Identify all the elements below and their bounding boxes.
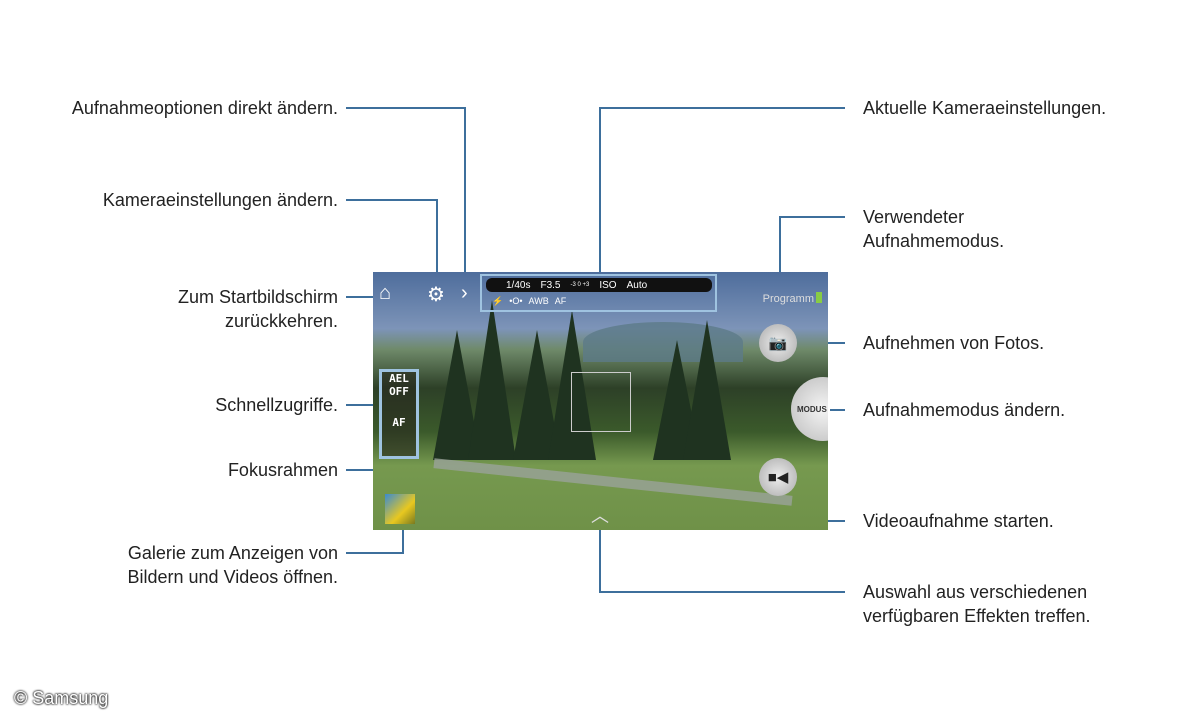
iso-value: Auto	[626, 279, 648, 291]
camera-icon: 📷	[768, 335, 788, 352]
gallery-thumbnail[interactable]	[385, 494, 415, 524]
photo-button[interactable]: 📷	[759, 324, 797, 362]
video-button[interactable]: ■◀	[759, 458, 797, 496]
label-aufnahmeoptionen: Aufnahmeoptionen direkt ändern.	[71, 98, 338, 118]
label-fokusrahmen: Fokusrahmen	[227, 460, 338, 480]
label-modus-aendern: Aufnahmemodus ändern.	[863, 400, 1066, 420]
copyright: © Samsung	[14, 688, 109, 708]
effects-chevron-up-icon[interactable]: ︿	[591, 506, 609, 526]
flash-icon: ⚡	[492, 296, 504, 306]
shutter-speed: 1/40s	[506, 279, 531, 291]
mode-indicator: Programm	[763, 292, 822, 305]
focus-frame	[571, 372, 631, 432]
ev-scale: -3 0 +3	[570, 282, 590, 288]
iso-label: ISO	[599, 279, 617, 291]
af-button[interactable]: AF	[392, 416, 406, 429]
mode-button[interactable]: MODUS	[791, 377, 828, 441]
af-icon: AF	[554, 296, 567, 306]
label-aufnahmemodus: Verwendeter Aufnahmemodus.	[863, 207, 1005, 251]
chevron-right-icon[interactable]: ›	[461, 282, 468, 304]
gear-icon[interactable]: ⚙	[427, 284, 445, 306]
aperture: F3.5	[540, 279, 561, 291]
label-startbildschirm: Zum Startbildschirm zurückkehren.	[177, 287, 338, 331]
white-balance-icon: AWB	[528, 296, 549, 306]
label-effekte: Auswahl aus verschiedenen verfügbaren Ef…	[863, 582, 1091, 626]
label-aktuelle-einstellungen: Aktuelle Kameraeinstellungen.	[863, 98, 1107, 118]
label-fotos: Aufnehmen von Fotos.	[863, 333, 1045, 353]
camera-viewfinder[interactable]: ⌂ ⚙ › 1/40s F3.5 -3 0 +3 ISO Auto ⚡ •O• …	[373, 272, 828, 530]
video-icon: ■◀	[767, 469, 789, 486]
label-video: Videoaufnahme starten.	[863, 511, 1054, 531]
quick-access[interactable]: AEL OFF AF	[379, 369, 419, 459]
label-kameraeinstellungen: Kameraeinstellungen ändern.	[102, 190, 338, 210]
battery-icon	[816, 292, 822, 303]
current-settings-panel: 1/40s F3.5 -3 0 +3 ISO Auto ⚡ •O• AWB AF	[480, 274, 717, 312]
ael-button[interactable]: AEL	[389, 372, 409, 385]
home-icon[interactable]: ⌂	[379, 282, 392, 304]
metering-icon: •O•	[509, 296, 523, 306]
label-schnellzugriffe: Schnellzugriffe.	[215, 395, 338, 415]
label-galerie: Galerie zum Anzeigen von Bildern und Vid…	[127, 543, 339, 587]
